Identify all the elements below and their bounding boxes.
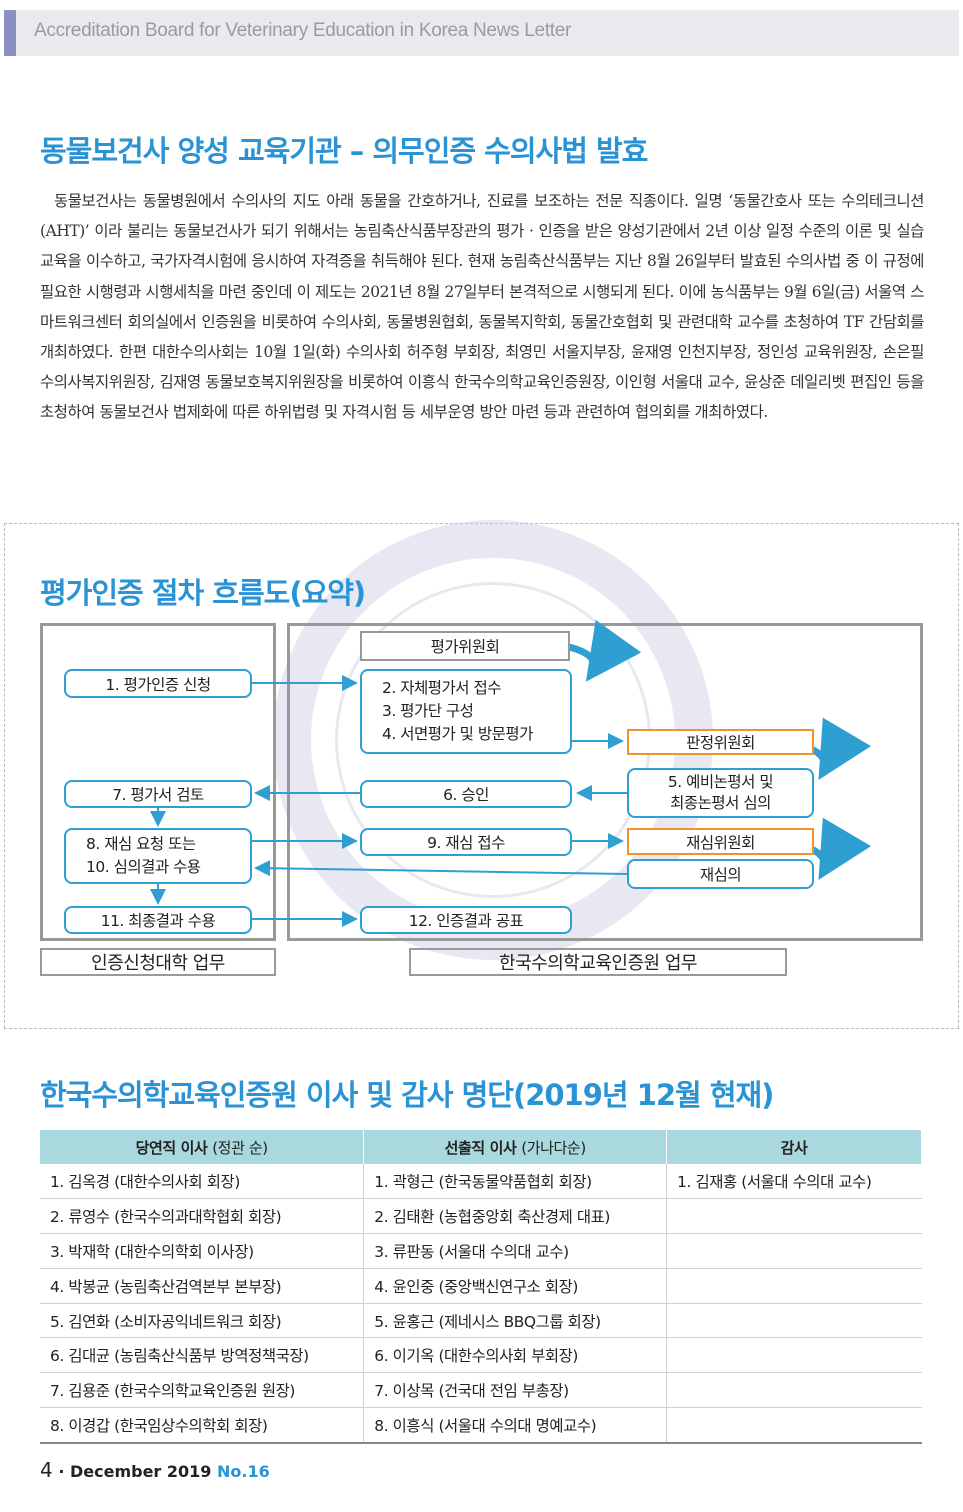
page-number: 4 [40, 1458, 53, 1482]
step-10-label: 10. 심의결과 수용 [86, 858, 201, 876]
step-9-reapply: 9. 재심 접수 [360, 828, 572, 856]
step-1-apply: 1. 평가인증 신청 [64, 669, 252, 698]
table-row: 4. 박봉균 (농림축산검역본부 본부장)4. 윤인중 (중앙백신연구소 회장) [40, 1268, 922, 1304]
board-header-row: 당연직 이사 (정관 순) 선출직 이사 (가나다순) 감사 [40, 1130, 922, 1164]
step-7-review: 7. 평가서 검토 [64, 780, 252, 808]
step-5-label-b: 최종논평서 심의 [670, 794, 771, 812]
panel-university [40, 623, 276, 941]
step-12-publish: 12. 인증결과 공표 [360, 906, 572, 934]
issue-date: December 2019 [69, 1462, 212, 1481]
page-footer: 4 · December 2019 No.16 [40, 1458, 270, 1482]
judgment-committee: 판정위원회 [627, 729, 814, 755]
step-6-approval: 6. 승인 [360, 780, 572, 808]
board-title: 한국수의학교육인증원 이사 및 감사 명단(2019년 12월 현재) [40, 1078, 774, 1112]
article-title: 동물보건사 양성 교육기관 – 의무인증 수의사법 발효 [40, 134, 648, 168]
footer-sep: · [58, 1462, 65, 1481]
caption-board: 한국수의학교육인증원 업무 [409, 948, 787, 976]
arrow-review-to-10 [254, 860, 628, 877]
step-8-label: 8. 재심 요청 또는 [86, 835, 196, 853]
step-11-accept: 11. 최종결과 수용 [64, 906, 252, 934]
table-row: 6. 김대균 (농림축산식품부 방역정책국장)6. 이기옥 (대한수의사회 부회… [40, 1337, 922, 1374]
table-row: 3. 박재학 (대한수의학회 이사장)3. 류판동 (서울대 수의대 교수) [40, 1233, 922, 1269]
step-8-10-box: 8. 재심 요청 또는 10. 심의결과 수용 [64, 828, 252, 884]
newsletter-title: Accreditation Board for Veterinary Educa… [34, 20, 572, 41]
curve-committee [564, 619, 642, 682]
divider-left [4, 523, 5, 1028]
article-body: 동물보건사는 동물병원에서 수의사의 지도 아래 동물을 간호하거나, 진료를 … [40, 192, 924, 422]
step-2-label: 2. 자체평가서 접수 [382, 679, 501, 697]
step-4-label: 4. 서면평가 및 방문평가 [382, 725, 533, 743]
table-row: 2. 류영수 (한국수의과대학협회 회장)2. 김태환 (농협중앙회 축산경제 … [40, 1198, 922, 1234]
flowchart-title: 평가인증 절차 흐름도(요약) [40, 576, 366, 610]
col-auditor: 감사 [666, 1130, 922, 1164]
step-2-4-box: 2. 자체평가서 접수 3. 평가단 구성 4. 서면평가 및 방문평가 [360, 669, 572, 754]
table-row: 5. 김연화 (소비자공익네트워크 회장)5. 윤홍근 (제네시스 BBQ그룹 … [40, 1303, 922, 1339]
col-ex-officio: 당연직 이사 (정관 순) [40, 1130, 365, 1164]
table-row: 7. 김용준 (한국수의학교육인증원 원장)7. 이상목 (건국대 전임 부총장… [40, 1372, 922, 1409]
step-3-label: 3. 평가단 구성 [382, 702, 474, 720]
newsletter-header: Accreditation Board for Veterinary Educa… [4, 10, 959, 56]
evaluation-committee: 평가위원회 [360, 631, 570, 661]
divider-bottom [4, 1028, 959, 1029]
col-elected: 선출직 이사 (가나다순) [363, 1130, 668, 1164]
divider-right [958, 523, 959, 1028]
rereview-committee: 재심위원회 [627, 828, 814, 855]
step-5-label-a: 5. 예비논평서 및 [667, 773, 774, 791]
rereview: 재심의 [627, 859, 814, 889]
step-5-box: 5. 예비논평서 및 최종논평서 심의 [627, 768, 814, 818]
caption-university: 인증신청대학 업무 [40, 948, 276, 976]
table-row: 1. 김옥경 (대한수의사회 회장)1. 곽형근 (한국동물약품협회 회장)1.… [40, 1164, 922, 1199]
board-table: 당연직 이사 (정관 순) 선출직 이사 (가나다순) 감사 1. 김옥경 (대… [40, 1130, 922, 1445]
table-row: 8. 이경갑 (한국임상수의학회 회장)8. 이흥식 (서울대 수의대 명예교수… [40, 1407, 922, 1445]
issue-number: No.16 [216, 1462, 270, 1481]
